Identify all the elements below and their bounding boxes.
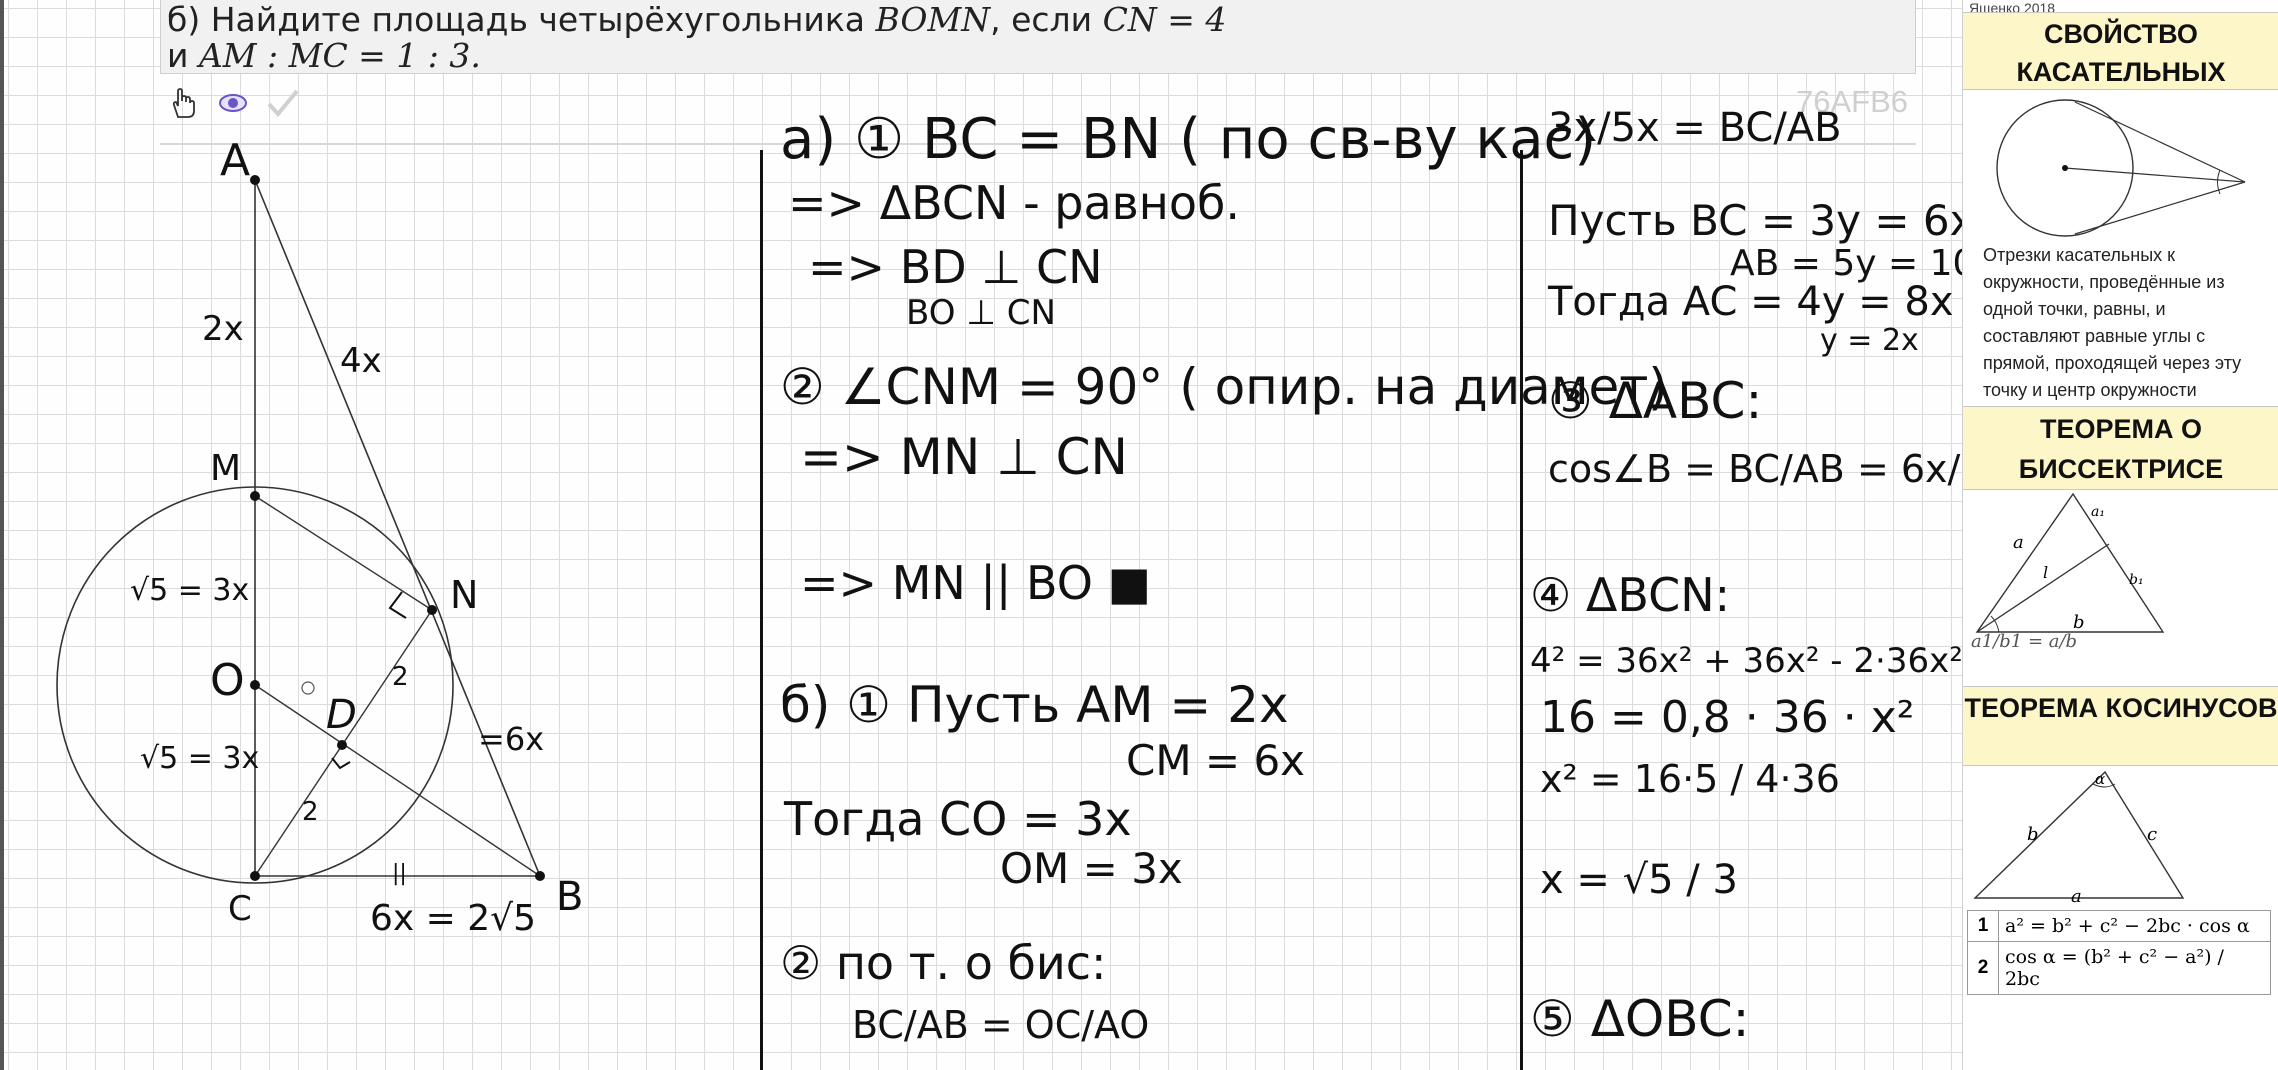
task-statement: б) Найдите площадь четырёхугольника BOMN… xyxy=(160,0,1916,75)
label-dc: 2 xyxy=(302,797,319,827)
note-line: 16 = 0,8 · 36 · x² xyxy=(1540,692,1915,743)
note-line: Тогда AC = 4y = 8x xyxy=(1548,279,1954,325)
task-text: б) Найдите площадь четырёхугольника xyxy=(167,0,876,39)
note-line: x = √5 / 3 xyxy=(1540,857,1738,903)
answer-toolbar xyxy=(166,86,300,120)
label-o: O xyxy=(210,655,245,706)
note-line: x² = 16·5 / 4·36 xyxy=(1540,757,1840,801)
label-am: 2x xyxy=(202,309,244,349)
cosine-theorem-header: ТЕОРЕМА КОСИНУСОВ xyxy=(1963,686,2278,766)
note-line: => MN || BO ■ xyxy=(800,556,1152,610)
formula-row: 1 a² = b² + c² − 2bc · cos α xyxy=(1967,910,2271,942)
note-line: ⑤ ΔOBC: xyxy=(1530,990,1750,1048)
task-condition: CN = 4 xyxy=(1102,0,1227,39)
cosine-diagram: α b c a xyxy=(1973,770,2185,904)
note-line: y = 2x xyxy=(1820,323,1919,358)
bisector-diagram: a a₁ l b₁ b xyxy=(1975,492,2165,633)
note-line: ④ ΔBCN: xyxy=(1530,568,1731,622)
column-divider xyxy=(760,150,763,1070)
note-line: OM = 3x xyxy=(1000,844,1183,893)
svg-text:a: a xyxy=(2071,886,2082,904)
label-c: C xyxy=(228,889,252,929)
point-o xyxy=(250,680,260,690)
label-cb: 6x = 2√5 xyxy=(370,898,536,939)
note-line: AB = 5y = 10x xyxy=(1730,243,1997,284)
svg-text:l: l xyxy=(2043,563,2048,582)
note-line: Пусть BC = 3y = 6x xyxy=(1548,196,1975,245)
task-text: и xyxy=(167,36,199,75)
geometry-figure: A M O C B N D 2x 4x √5 = 3x √5 = 3x =6x … xyxy=(56,140,583,939)
equal-tick-mark: || xyxy=(392,861,407,886)
label-mo: √5 = 3x xyxy=(130,573,249,608)
label-dn: 2 xyxy=(392,662,409,692)
task-quad: BOMN xyxy=(875,0,991,39)
tangent-diagram xyxy=(1996,99,2246,237)
svg-text:a: a xyxy=(2013,532,2024,553)
point-b xyxy=(535,871,545,881)
note-line: BO ⊥ CN xyxy=(906,293,1056,333)
task-line-1: б) Найдите площадь четырёхугольника BOMN… xyxy=(167,0,1226,39)
right-angle-mark xyxy=(388,591,407,619)
eye-icon[interactable] xyxy=(216,86,250,120)
note-line: 3x/5x = BC/AB xyxy=(1548,105,1842,151)
note-line: => MN ⊥ CN xyxy=(800,428,1128,486)
note-line: CM = 6x xyxy=(1126,736,1306,785)
note-line: BC/AB = OC/AO xyxy=(852,1003,1150,1047)
label-b: B xyxy=(556,874,583,920)
segment-ob xyxy=(254,684,541,877)
task-condition: AM : MC = 1 : 3. xyxy=(198,36,481,75)
point-m xyxy=(250,491,260,501)
tangent-property-text: Отрезки касательных к окружности, провед… xyxy=(1983,245,2242,400)
point-a xyxy=(250,175,260,185)
hand-pointer-icon[interactable] xyxy=(166,86,200,120)
window-edge xyxy=(0,0,4,1070)
segment-ab xyxy=(254,179,541,877)
label-m: M xyxy=(210,448,241,489)
note-line: ③ ΔABC: xyxy=(1548,372,1763,430)
task-code-watermark: 76AFB6 xyxy=(1796,84,1909,119)
reference-sidebar[interactable]: Ященко 2018 СВОЙСТВО КАСАТЕЛЬНЫХ Отрезки… xyxy=(1962,0,2278,1070)
note-line: ② ∠CNM = 90° ( опир. на диамет) xyxy=(780,358,1668,416)
point-marker xyxy=(301,681,315,695)
bisector-theorem-header: ТЕОРЕМА О БИССЕКТРИСЕ xyxy=(1963,406,2278,490)
note-line: Тогда CO = 3x xyxy=(784,792,1132,846)
label-nb: =6x xyxy=(478,720,544,758)
task-line-2: и AM : MC = 1 : 3. xyxy=(167,36,481,75)
point-n xyxy=(427,605,437,615)
label-n: N xyxy=(450,573,478,617)
formula-number: 1 xyxy=(1967,910,1999,942)
label-a: A xyxy=(220,140,250,186)
check-icon[interactable] xyxy=(266,86,300,120)
svg-text:b: b xyxy=(2027,824,2039,845)
whiteboard-grid[interactable] xyxy=(0,0,1962,1070)
svg-text:b: b xyxy=(2073,612,2085,633)
note-line: б) ① Пусть AM = 2x xyxy=(780,676,1289,734)
formula-row: 2 cos α = (b² + c² − a²) / 2bc xyxy=(1967,941,2271,995)
divider-line xyxy=(160,143,1916,145)
svg-text:a₁: a₁ xyxy=(2091,504,2105,520)
formula-text: a² = b² + c² − 2bc · cos α xyxy=(1998,910,2271,942)
note-line: ② по т. о бис: xyxy=(780,936,1107,990)
formula-number: 2 xyxy=(1967,941,1999,995)
note-line: => BD ⊥ CN xyxy=(808,240,1103,294)
label-an: 4x xyxy=(340,341,382,381)
note-line: 4² = 36x² + 36x² - 2·36x²·3/5 xyxy=(1530,641,2029,681)
segment-mn xyxy=(254,495,433,611)
svg-text:b₁: b₁ xyxy=(2129,572,2144,588)
svg-text:α: α xyxy=(2095,770,2105,788)
column-divider xyxy=(1520,150,1523,1070)
right-angle-mark xyxy=(331,757,351,770)
note-line: => ΔBCN - равноб. xyxy=(788,176,1241,230)
label-oc: √5 = 3x xyxy=(140,741,259,776)
point-c xyxy=(250,871,260,881)
label-d: D xyxy=(326,692,357,738)
formula-text: cos α = (b² + c² − a²) / 2bc xyxy=(1998,941,2271,995)
tangent-property-header: СВОЙСТВО КАСАТЕЛЬНЫХ xyxy=(1963,12,2278,90)
note-line: а) ① BC = BN ( по св-ву кас) xyxy=(780,107,1597,172)
task-text: , если xyxy=(990,0,1103,39)
svg-text:c: c xyxy=(2147,824,2157,845)
cosine-formula-table: 1 a² = b² + c² − 2bc · cos α 2 cos α = (… xyxy=(1967,910,2271,995)
point-d xyxy=(337,740,347,750)
bisector-formula: a1/b1 = a/b xyxy=(1971,631,2078,652)
